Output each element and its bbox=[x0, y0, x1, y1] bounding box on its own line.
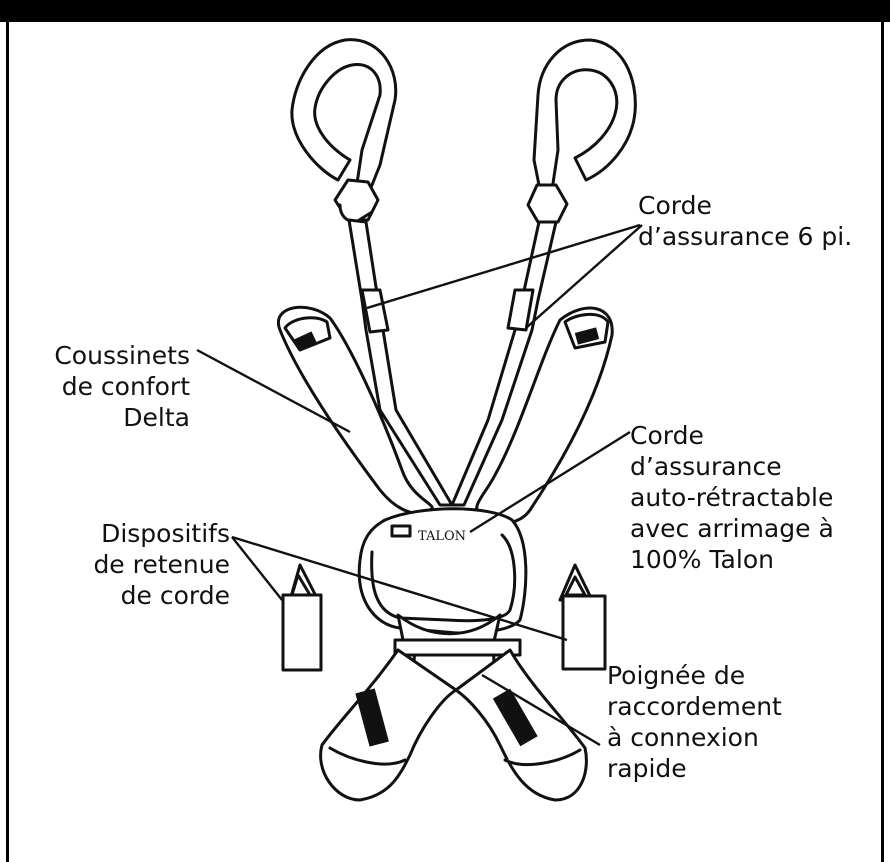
right-lanyard-keeper bbox=[560, 565, 605, 669]
srl-brand-text: TALON bbox=[418, 529, 466, 544]
left-lanyard-keeper bbox=[283, 565, 321, 670]
label-quick-connect-handle: Poignée de raccordement à connexion rapi… bbox=[607, 660, 782, 784]
label-comfort-pads: Coussinets de confort Delta bbox=[20, 340, 190, 433]
label-lanyard-keepers: Dispositifs de retenue de corde bbox=[40, 518, 230, 611]
right-snap-hook bbox=[528, 40, 635, 222]
left-snap-hook bbox=[292, 40, 396, 222]
label-lanyard: Corde d’assurance 6 pi. bbox=[638, 190, 852, 252]
label-self-retracting-lifeline: Corde d’assurance auto-rétractable avec … bbox=[630, 420, 834, 575]
